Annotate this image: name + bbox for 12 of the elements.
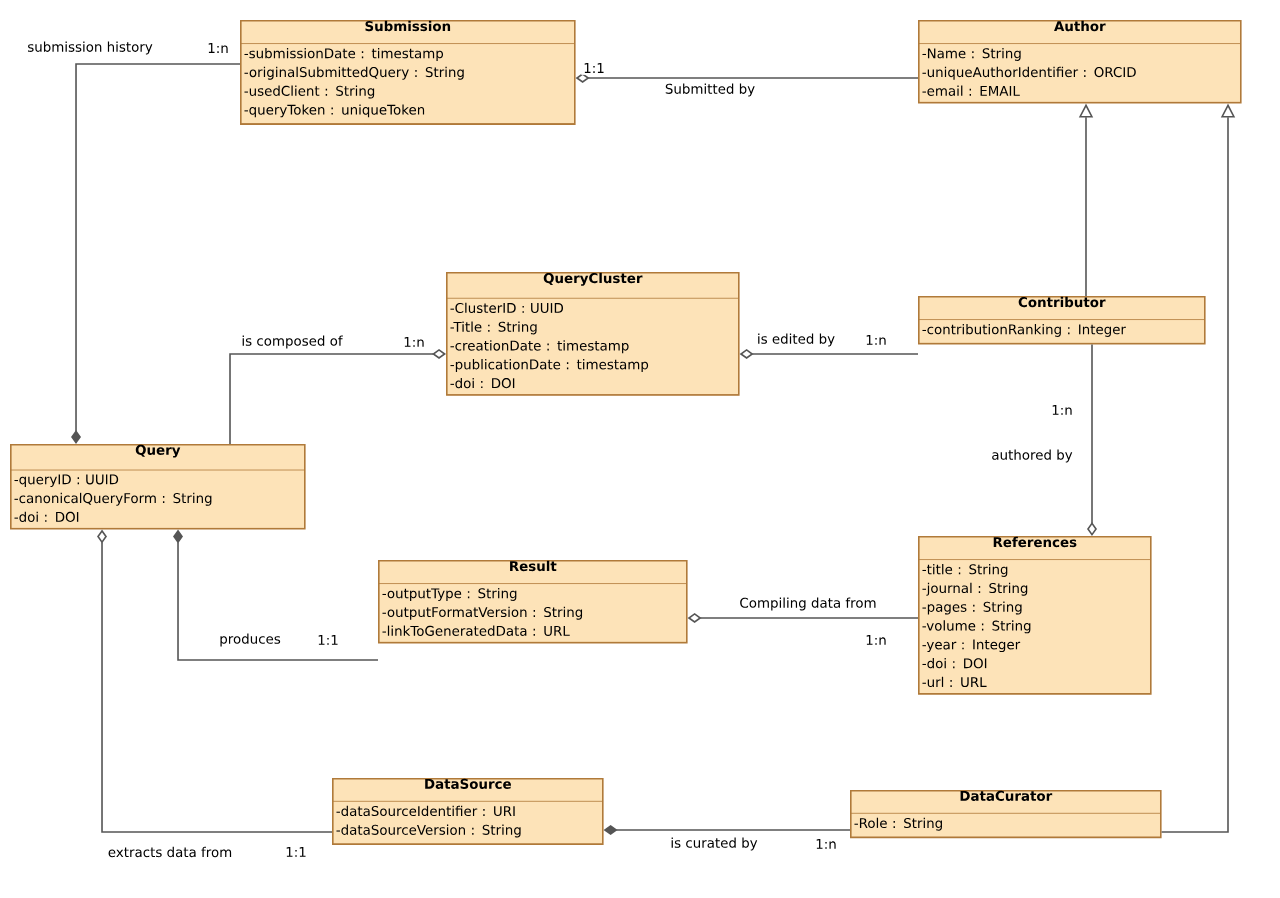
class-box	[332, 778, 604, 846]
class-box	[378, 560, 688, 644]
class-box	[918, 296, 1206, 345]
class-box	[240, 20, 576, 125]
class-box	[918, 536, 1152, 695]
class-box	[918, 20, 1242, 104]
association-line	[1087, 343, 1097, 536]
class-box	[10, 444, 306, 530]
association-line	[71, 63, 241, 444]
class-box	[446, 272, 740, 396]
class-box	[850, 790, 1162, 839]
association-line	[229, 349, 446, 445]
